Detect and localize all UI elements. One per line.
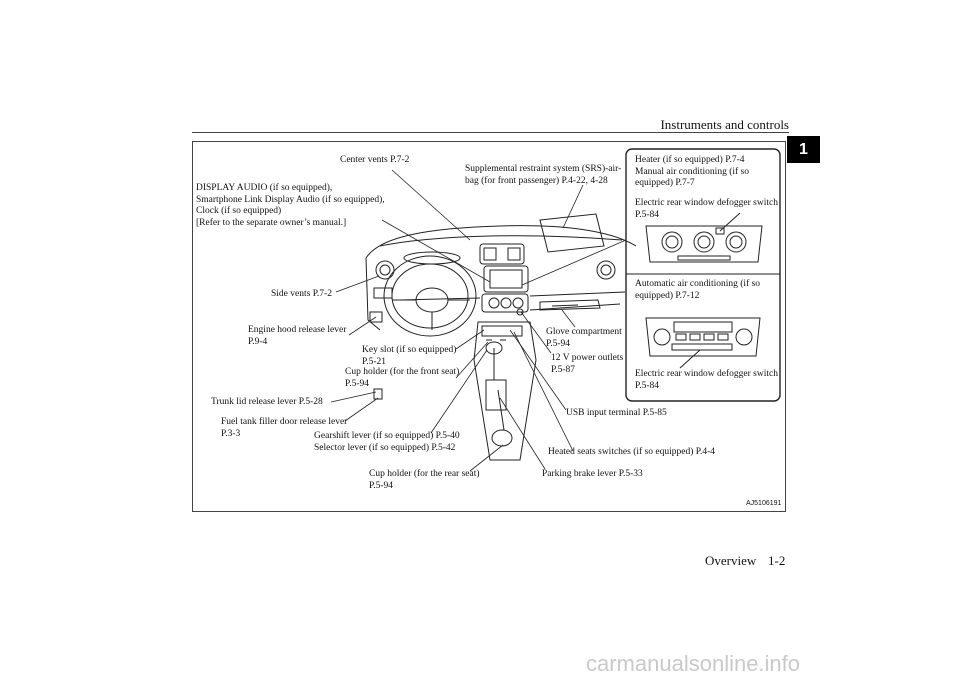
callout-heated-seats: Heated seats switches (if so equipped) P…	[548, 447, 716, 457]
callout-trunk-lid: Trunk lid release lever P.5-28	[211, 397, 323, 407]
automatic-ac-panel	[645, 317, 761, 369]
callout-fuel-door: Fuel tank filler door release lever P.3-…	[221, 417, 348, 439]
callout-cup-holder-front: Cup holder (for the front seat) P.5-94	[345, 367, 460, 389]
left-switch-panel	[373, 287, 393, 299]
callout-gearshift: Gearshift lever (if so equipped) P.5-40 …	[314, 431, 460, 453]
side-vent-right	[596, 260, 616, 280]
climate-inset-box	[625, 148, 781, 402]
callout-center-vents: Center vents P.7-2	[340, 155, 410, 165]
inset-defogger-auto-label: Electric rear window defogger switch P.5…	[635, 369, 778, 391]
figure-frame	[192, 141, 786, 512]
watermark: carmanualsonline.info	[586, 651, 801, 676]
callout-engine-hood: Engine hood release lever P.9-4	[248, 325, 347, 347]
callout-side-vents: Side vents P.7-2	[271, 289, 332, 299]
callout-power-outlets: 12 V power outlets P.5-87	[551, 353, 624, 375]
inset-defogger-manual-label: Electric rear window defogger switch P.5…	[635, 198, 778, 220]
engine-hood-lever	[369, 311, 383, 323]
callout-cup-holder-rear: Cup holder (for the rear seat) P.5-94	[369, 469, 480, 491]
trunk-fuel-levers	[373, 388, 383, 400]
callout-display-audio: DISPLAY AUDIO (if so equipped), Smartpho…	[196, 183, 385, 228]
header-rule	[192, 132, 789, 133]
callout-glove-compartment: Glove compartment P.5-94	[546, 327, 622, 349]
footer-chapter: Overview	[705, 553, 757, 568]
figure-id: AJ5106191	[746, 500, 782, 507]
dashboard-outline	[365, 225, 637, 331]
manual-ac-panel	[645, 212, 763, 263]
side-vent-left	[375, 260, 395, 280]
chapter-tab: 1	[787, 136, 820, 163]
callout-usb-terminal: USB input terminal P.5-85	[566, 408, 667, 418]
callout-key-slot: Key slot (if so equipped) P.5-21	[362, 345, 457, 367]
callout-parking-brake: Parking brake lever P.5-33	[542, 469, 643, 479]
steering-wheel	[383, 251, 477, 337]
footer-page-number: 1-2	[768, 553, 786, 568]
passenger-airbag-panel	[539, 213, 605, 253]
callout-srs-airbag: Supplemental restraint system (SRS)-air-…	[465, 164, 622, 186]
section-header: Instruments and controls	[660, 117, 789, 132]
callout-leader-lines	[330, 169, 627, 472]
inset-auto-ac-label: Automatic air conditioning (if so equipp…	[635, 279, 761, 301]
center-console	[473, 321, 537, 461]
inset-heater-label: Heater (if so equipped) P.7-4 Manual air…	[635, 155, 749, 188]
center-stack	[479, 243, 529, 316]
